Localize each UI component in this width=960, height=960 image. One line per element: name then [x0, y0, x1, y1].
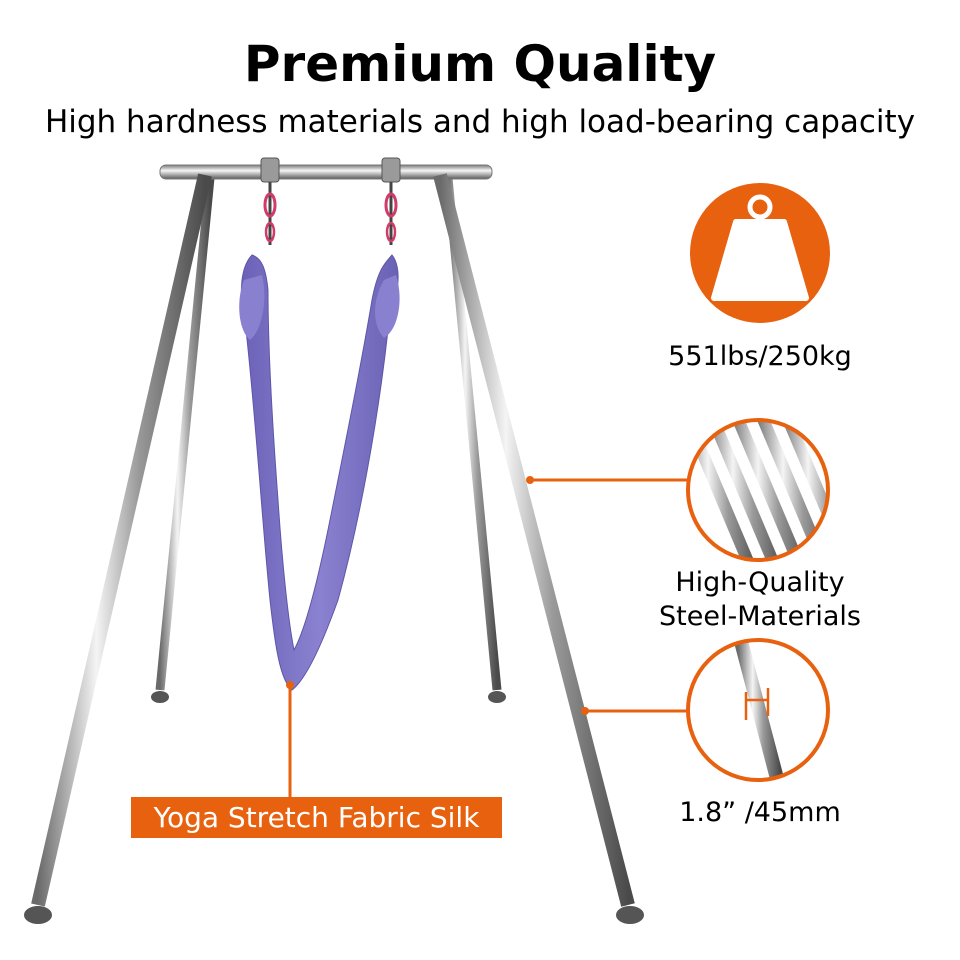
page-title: Premium Quality	[243, 35, 717, 93]
rear-right-foot	[488, 691, 506, 703]
tube-diameter-label: 1.8” /45mm	[679, 797, 841, 828]
steel-material-line1: High-Quality	[675, 567, 845, 598]
right-clamp	[381, 157, 401, 183]
rear-left-leg	[155, 177, 215, 691]
front-left-leg	[31, 173, 212, 907]
left-carabiner	[263, 192, 277, 218]
front-left-foot	[24, 906, 52, 924]
stand-frame	[24, 164, 644, 924]
page-subtitle: High hardness materials and high load-be…	[44, 104, 916, 140]
front-right-leg	[433, 173, 635, 907]
weight-capacity-label: 551lbs/250kg	[668, 341, 852, 372]
hanging-hardware	[260, 157, 401, 245]
weight-icon	[690, 183, 830, 323]
top-bar	[159, 164, 493, 180]
front-right-foot	[616, 906, 644, 924]
steel-material-line2: Steel-Materials	[659, 601, 861, 632]
rear-left-foot	[151, 691, 169, 703]
steel-tubes-icon	[686, 418, 830, 562]
yoga-fabric	[239, 254, 400, 691]
callout-lines	[286, 476, 690, 797]
fabric-tag: Yoga Stretch Fabric Silk	[131, 797, 502, 838]
tube-diameter-icon	[686, 638, 830, 782]
steel-material-label: High-Quality Steel-Materials	[620, 566, 900, 634]
left-clamp	[260, 157, 280, 183]
right-carabiner	[384, 192, 398, 218]
